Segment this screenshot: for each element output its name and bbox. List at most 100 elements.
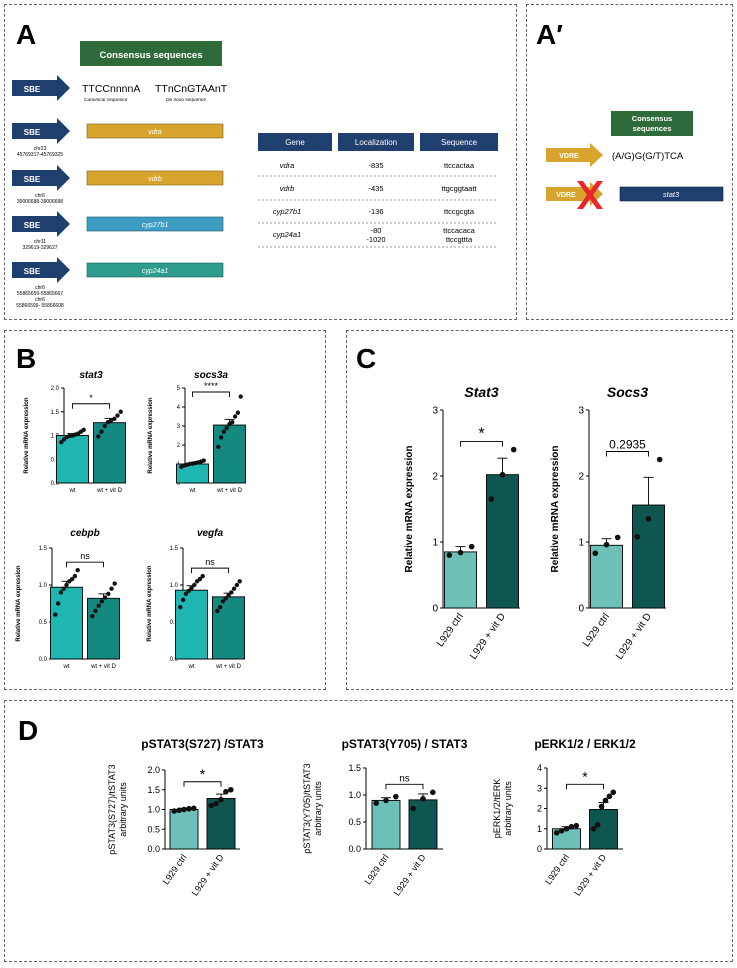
table-row-loc: -835 [368,161,383,170]
significance-bracket [460,441,503,447]
table-header-sequence: Sequence [441,138,478,147]
y-tick-label: 1 [578,538,584,549]
data-point [181,806,187,813]
table-row-loc: -136 [368,207,383,216]
table-row-seq: ttccgcgta [444,207,475,216]
bar [632,504,665,609]
y-axis-label: Relative mRNA expression [24,397,30,473]
y-axis-label: pERK1/2/tERK [492,779,502,839]
svg-text:VDRE: VDRE [559,153,579,160]
bar [486,474,519,609]
chart-title: Socs3 [607,384,648,400]
data-point [446,552,453,558]
panel-letter-c: C [356,343,376,374]
data-point [55,601,61,606]
table-row-gene: vdrb [280,184,295,193]
significance-label: ns [399,773,410,784]
y-tick-label: 2 [432,472,438,483]
data-point [232,414,238,419]
data-point [383,797,389,804]
data-point [96,603,101,608]
x-tick-label: wt + vit D [215,664,242,670]
svg-text:45769317-45769325: 45769317-45769325 [17,152,63,158]
svg-text:cyp24a1: cyp24a1 [142,268,169,275]
y-axis-label: Relative mRNA expression [147,565,153,641]
data-point [656,456,663,463]
chart-title: Stat3 [464,384,498,400]
chart-title: socs3a [194,370,228,381]
svg-text:cyp27b1: cyp27b1 [142,222,169,229]
chart-d2: pSTAT3(Y705) / STAT30.00.51.01.5pSTAT3(Y… [302,737,468,898]
panel-a-frame [4,4,517,320]
y-axis-label: Relative mRNA expression [16,565,22,641]
svg-text:SBE: SBE [24,85,41,94]
data-point [118,409,123,414]
data-point [558,827,565,834]
data-point [112,416,117,422]
data-point [183,591,189,597]
y-tick-label: 0 [537,844,542,854]
data-point [231,586,237,591]
chart-title: pSTAT3(Y705) / STAT3 [342,737,468,751]
data-point [645,516,652,522]
y-axis-label: Relative mRNA expression [148,397,154,473]
data-point [234,582,240,588]
data-point [72,573,78,579]
panel-a-prime-frame [526,4,733,320]
panel-letter-a: A [16,19,36,50]
y-tick-label: 0.0 [147,844,160,854]
data-point [573,822,580,829]
aprime-consensus-header: Consensus [632,114,672,123]
y-axis-label: Relative mRNA expression [550,446,561,573]
x-tick-label: wt [188,664,195,670]
aprime-consensus-header: sequences [633,124,672,133]
significance-label: * [200,766,206,782]
data-point [598,803,605,810]
data-point [594,821,601,828]
bar [93,422,126,484]
stat3-gene-label: stat3 [663,190,680,199]
cross-icon [577,181,603,209]
canonical-caption: Canonical sequence [84,97,128,103]
svg-text:39006688-39006698: 39006688-39006698 [17,199,63,205]
data-point [237,579,242,584]
y-tick-label: 0.0 [51,481,60,487]
x-tick-label: L929 + vit D [572,852,608,898]
significance-bracket [192,391,230,397]
data-point [420,795,426,802]
y-tick-label: 1 [537,824,542,834]
significance-label: * [582,768,588,784]
svg-text:55866599- 55866608: 55866599- 55866608 [16,303,64,309]
x-tick-label: L929 + vit D [614,611,654,661]
data-point [96,434,101,439]
y-tick-label: 0.0 [39,657,48,663]
gene-row-vdra: SBE vdra chr23 45769317-45769325 [12,118,224,158]
y-tick-label: 3 [432,406,438,417]
denovo-caption: De novo sequence [166,97,206,103]
data-point [221,429,227,434]
data-point [112,581,117,586]
data-point [235,410,241,415]
x-tick-label: L929 ctrl [543,852,571,886]
svg-text:SBE: SBE [24,221,41,230]
y-axis-label: Relative mRNA expression [404,446,415,573]
data-point [488,496,495,502]
y-tick-label: 1 [432,538,438,549]
svg-text:chr6: chr6 [35,193,45,199]
y-tick-label: 0.0 [170,657,179,663]
gene-row-vdrb: SBE vdrb chr6 39006688-39006698 [12,165,224,205]
data-point [200,573,205,579]
aprime-consensus-header-box [611,111,693,136]
svg-text:chr23: chr23 [34,146,47,152]
y-tick-label: 2 [537,804,542,814]
data-point [213,800,219,807]
x-tick-label: wt + vit D [96,488,123,494]
y-tick-label: 0.5 [51,457,60,463]
significance-bracket [66,561,104,568]
data-point [75,568,80,573]
data-point [223,788,229,795]
data-point [592,550,599,557]
